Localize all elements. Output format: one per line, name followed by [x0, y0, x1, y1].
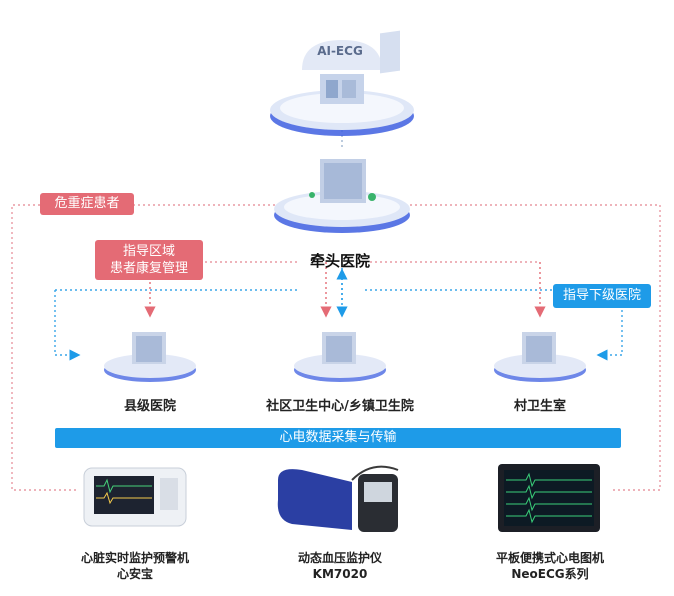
community-center-label: 社区卫生中心/乡镇卫生院	[266, 399, 414, 414]
heart-monitor-label-line2: 心安宝	[116, 567, 153, 581]
community-center-icon	[290, 320, 390, 384]
tablet-ecg-label-line2: NeoECG系列	[511, 567, 589, 581]
county-hospital-label: 县级医院	[123, 399, 176, 414]
cloud-label: AI-ECG	[317, 44, 363, 58]
bp-monitor-label-line1: 动态血压监护仪	[297, 551, 382, 565]
ai-ecg-platform	[262, 30, 422, 140]
heart-monitor-label: 心脏实时监护预警机 心安宝	[40, 550, 230, 582]
tablet-ecg-device	[496, 462, 602, 534]
heart-monitor-label-line1: 心脏实时监护预警机	[80, 551, 189, 565]
bp-monitor-label: 动态血压监护仪 KM7020	[245, 550, 435, 582]
bp-monitor-label-line2: KM7020	[312, 567, 368, 581]
rehab-guidance-line1: 指导区域	[122, 244, 175, 259]
rehab-guidance-tag: 指导区域 患者康复管理	[95, 240, 203, 280]
tablet-ecg-label-line1: 平板便携式心电图机	[495, 551, 604, 565]
village-clinic-label: 村卫生室	[513, 399, 566, 414]
county-hospital-icon	[100, 320, 200, 384]
guide-lower-hospital-tag: 指导下级医院	[553, 284, 651, 308]
blood-pressure-monitor-device	[272, 460, 402, 538]
ecg-data-banner: 心电数据采集与传输	[55, 428, 621, 448]
lead-hospital-label: 牵头医院	[309, 252, 370, 270]
tablet-ecg-label: 平板便携式心电图机 NeoECG系列	[455, 550, 645, 582]
village-clinic-icon	[490, 320, 590, 384]
rehab-guidance-line2: 患者康复管理	[109, 261, 188, 276]
critical-patients-tag: 危重症患者	[40, 193, 134, 215]
lead-hospital-icon	[272, 145, 412, 235]
heart-monitor-device	[82, 466, 188, 528]
